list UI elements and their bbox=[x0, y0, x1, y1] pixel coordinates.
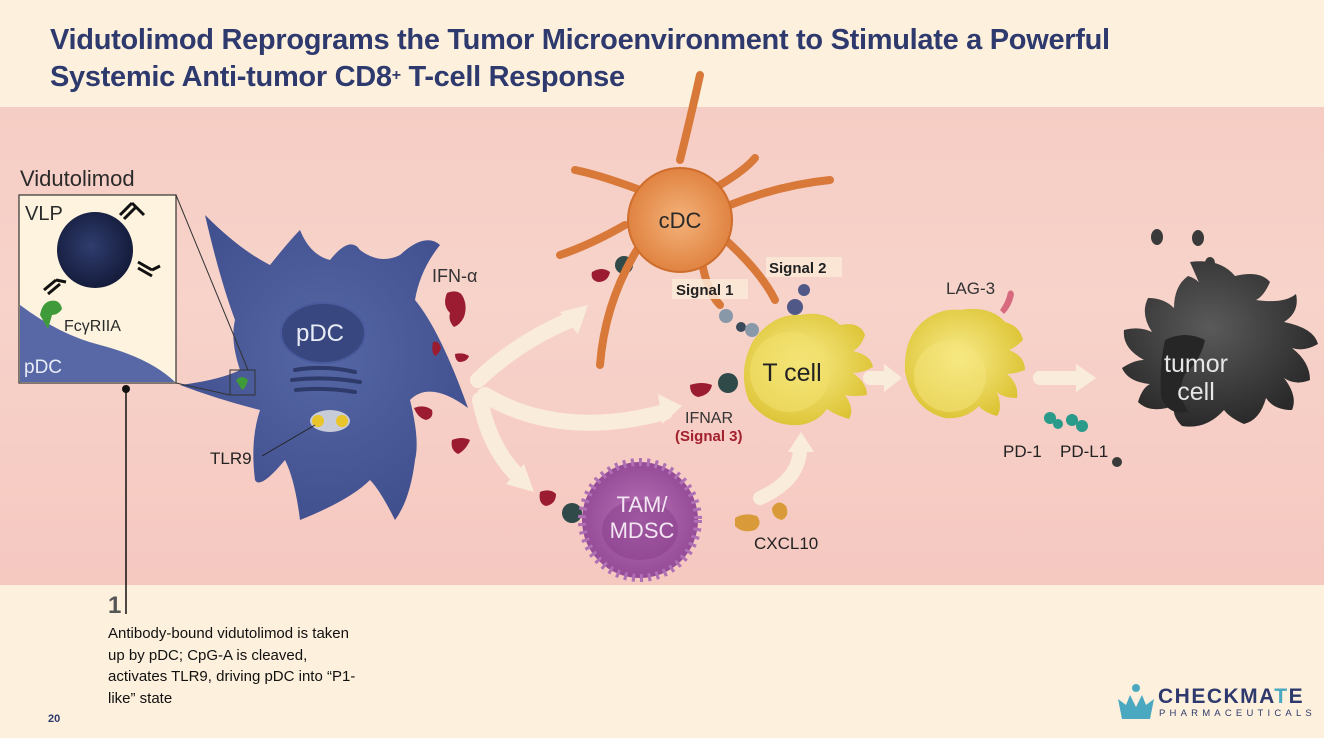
inset-connector-bottom bbox=[175, 382, 231, 396]
pdl1-label: PD-L1 bbox=[1060, 442, 1108, 461]
arrow-head-tam bbox=[506, 464, 534, 492]
zoom-region-box bbox=[229, 369, 256, 396]
ifnar-label: IFNAR bbox=[685, 410, 733, 427]
cdc-cell: cDC bbox=[556, 71, 834, 369]
pdc-cell: pDC bbox=[180, 215, 468, 520]
tlr9-receptor-right bbox=[336, 415, 348, 427]
tumor-label-line1: tumor bbox=[1164, 350, 1228, 378]
signal-2-molecules bbox=[787, 284, 810, 315]
arrow-pdc-to-tcell bbox=[477, 387, 673, 431]
tumor-label-line2: cell bbox=[1177, 378, 1215, 406]
crown-icon bbox=[1118, 684, 1154, 719]
fcgr-receptor bbox=[40, 300, 62, 329]
ifn-bound-tam bbox=[539, 490, 556, 506]
arrow-pdc-to-tam bbox=[472, 392, 528, 486]
tcell-label: T cell bbox=[762, 359, 821, 387]
arrow-cxcl10-to-tcell bbox=[753, 441, 807, 505]
signal-1-label: Signal 1 bbox=[676, 282, 734, 299]
arrow-head-tcell bbox=[658, 394, 682, 424]
title-line-2: Systemic Anti-tumor CD8+ T-cell Response bbox=[50, 61, 625, 93]
cdc-label: cDC bbox=[659, 208, 702, 233]
inset-pdc-label: pDC bbox=[24, 357, 62, 378]
vidutolimod-inset: Vidutolimod VLP FcγRIIA pDC bbox=[18, 166, 249, 396]
company-logo: CHECKMATE PHARMACEUTICALS bbox=[1116, 683, 1312, 723]
cxcl10-label: CXCL10 bbox=[754, 534, 818, 553]
pdl1-receptor bbox=[1066, 414, 1088, 432]
signal-3-label: (Signal 3) bbox=[675, 428, 743, 445]
tlr9-pointer bbox=[261, 424, 316, 457]
tlr9-receptor-left bbox=[312, 415, 324, 427]
lag3-label: LAG-3 bbox=[946, 279, 995, 298]
vlp-particle bbox=[57, 212, 133, 288]
pdc-nucleus bbox=[280, 302, 366, 364]
pd1-label: PD-1 bbox=[1003, 442, 1042, 461]
cxcl10-molecules bbox=[735, 502, 788, 532]
tam-label-line2: MDSC bbox=[610, 518, 675, 543]
step-number: 1 bbox=[108, 592, 122, 619]
logo-subtitle: PHARMACEUTICALS bbox=[1159, 708, 1316, 719]
pdc-label: pDC bbox=[296, 320, 344, 347]
page-number: 20 bbox=[48, 713, 61, 725]
arrow-head-tumor bbox=[1076, 364, 1096, 392]
golgi-apparatus bbox=[290, 365, 362, 394]
pathway-arrows bbox=[470, 305, 1096, 505]
arrow-pdc-to-cdc bbox=[470, 310, 583, 388]
step-callout-line bbox=[122, 385, 130, 614]
logo-wordmark: CHECKMATE bbox=[1158, 685, 1305, 708]
arrow-head-cdc bbox=[560, 305, 588, 334]
ifn-bound-cdc bbox=[591, 269, 610, 282]
ifn-alpha-label: IFN-α bbox=[432, 266, 477, 286]
inset-connector-top bbox=[175, 194, 249, 371]
t-cell: T cell bbox=[743, 313, 873, 426]
arrow-head-activated bbox=[884, 364, 902, 392]
title-line-1: Vidutolimod Reprograms the Tumor Microen… bbox=[50, 24, 1110, 56]
signal-1-label-bg bbox=[672, 279, 748, 299]
inset-pdc-membrane bbox=[20, 305, 175, 382]
inset-vlp-label: VLP bbox=[25, 203, 63, 225]
arrow-head-cxcl10 bbox=[788, 432, 814, 452]
antibody-icons bbox=[43, 201, 161, 296]
activated-t-cell bbox=[904, 290, 1063, 429]
inset-receptor-label: FcγRIIA bbox=[64, 318, 121, 335]
ifn-bound-tcell bbox=[690, 383, 712, 397]
lag3-receptor bbox=[1000, 290, 1014, 314]
pd1-receptor bbox=[1044, 412, 1063, 429]
fcgr-receptor-small bbox=[236, 377, 248, 390]
slide-title: Vidutolimod Reprograms the Tumor Microen… bbox=[50, 22, 1110, 96]
tam-label-line1: TAM/ bbox=[617, 492, 669, 517]
tam-mdsc-cell: TAM/ MDSC bbox=[578, 458, 702, 582]
step-description: Antibody-bound vidutolimod is taken up b… bbox=[108, 625, 356, 707]
inset-heading: Vidutolimod bbox=[20, 166, 135, 191]
ifn-alpha-molecules bbox=[414, 269, 712, 506]
tlr9-label: TLR9 bbox=[210, 449, 252, 468]
tumor-cell: tumor cell bbox=[1066, 229, 1318, 467]
signal-1-molecules bbox=[719, 309, 759, 337]
signal-2-label-bg bbox=[766, 257, 842, 277]
signal-2-label: Signal 2 bbox=[769, 260, 827, 277]
